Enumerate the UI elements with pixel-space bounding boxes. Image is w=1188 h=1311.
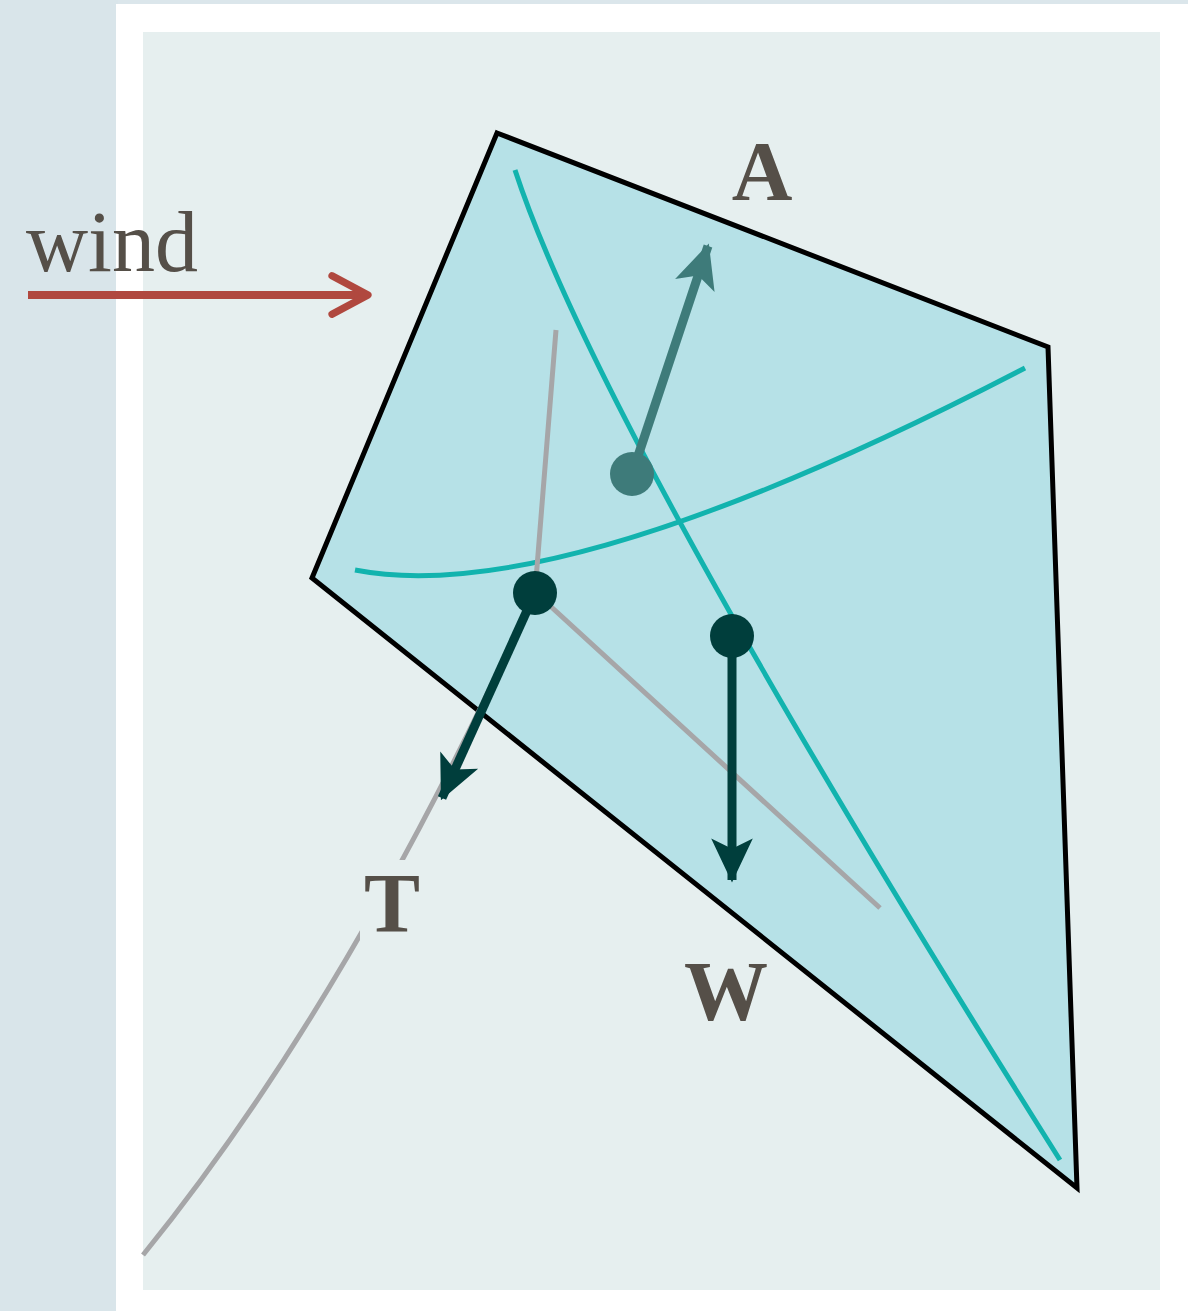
frame xyxy=(116,4,1188,1311)
wind-arrow xyxy=(28,291,368,299)
force-label: W xyxy=(684,950,768,1034)
kite-sail xyxy=(312,133,1077,1188)
force-point xyxy=(513,571,557,615)
bridle xyxy=(535,330,880,908)
force-arrow xyxy=(442,593,535,798)
kite-spar xyxy=(515,170,1060,1160)
kite-string xyxy=(143,592,535,1255)
force-label: A xyxy=(732,130,793,214)
force-point xyxy=(610,452,654,496)
side-strip xyxy=(0,0,118,1311)
force-arrow xyxy=(728,636,737,880)
force-arrow xyxy=(632,246,708,474)
force-label: T xyxy=(360,860,424,948)
kite-spar xyxy=(355,368,1025,576)
wind-label: wind xyxy=(26,199,198,285)
force-point xyxy=(710,614,754,658)
panel xyxy=(143,32,1160,1290)
